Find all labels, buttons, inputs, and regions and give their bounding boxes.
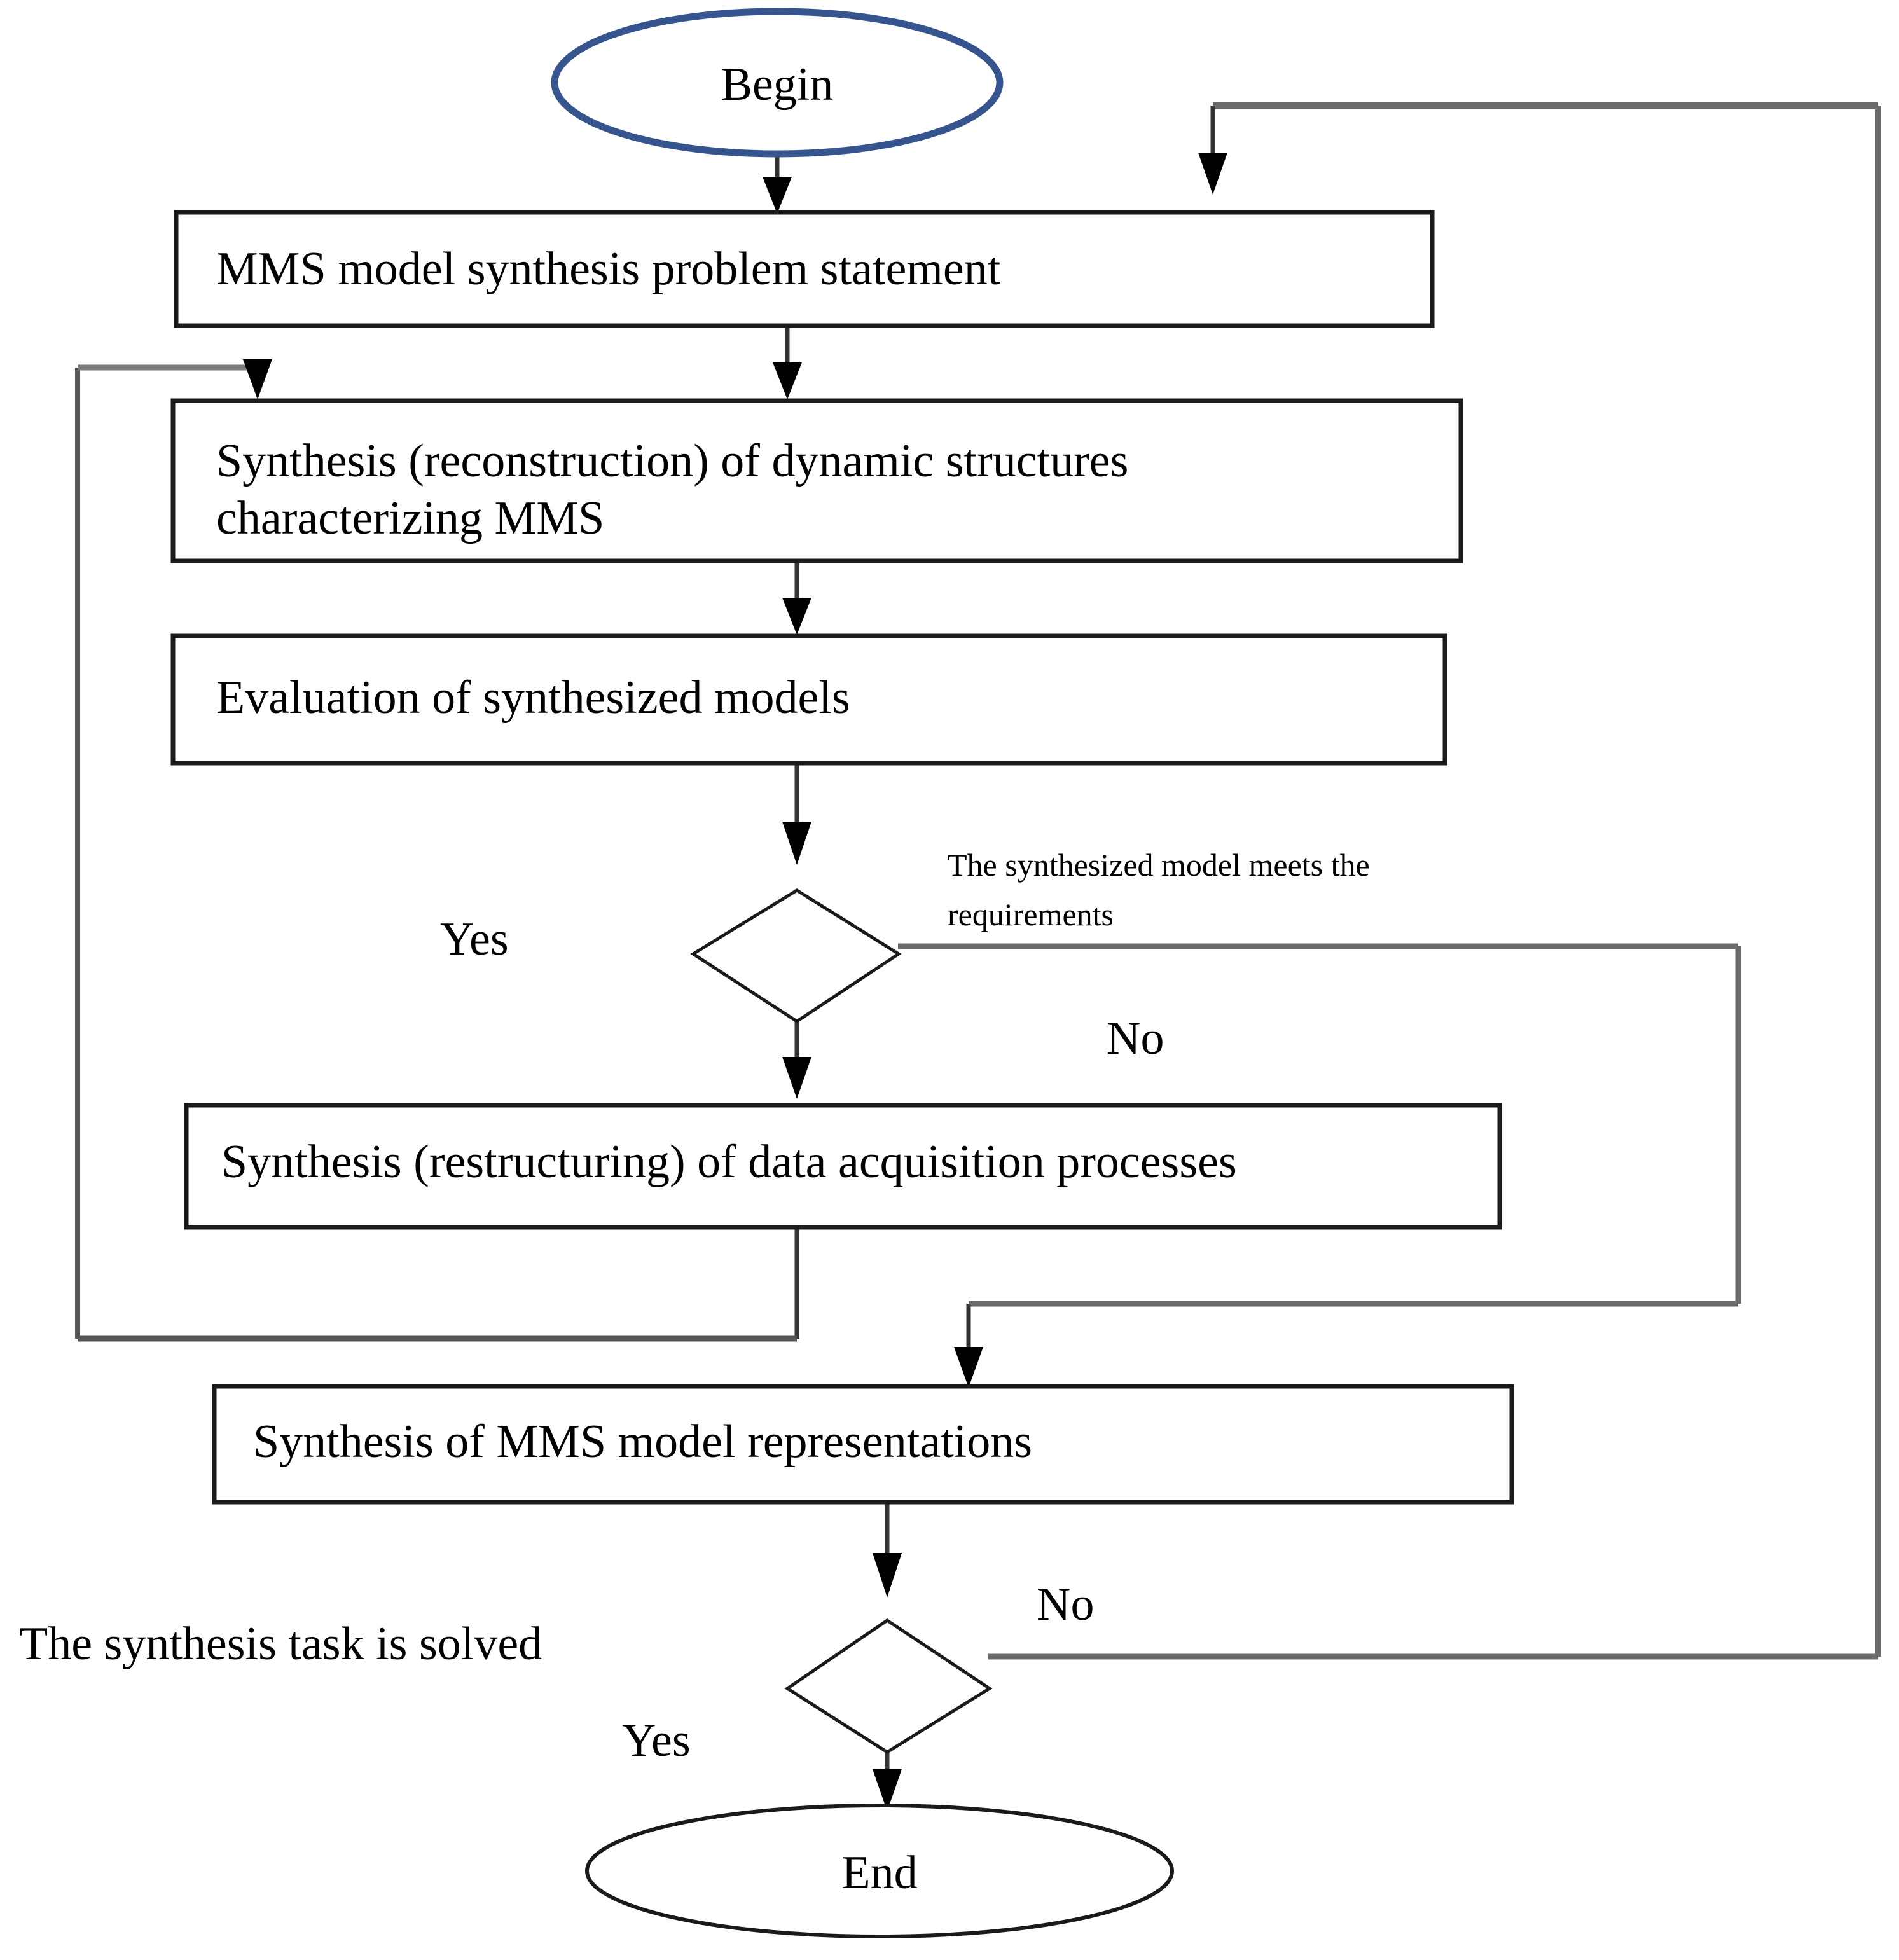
node-restructuring-shape [184,1103,1502,1230]
arrowhead-evaluation-to-decision [782,822,811,865]
arrowhead-decision-no-to-representations [954,1347,983,1388]
node-representations-shape [212,1384,1514,1505]
arrowhead-feedback-into-synthesis [243,359,272,399]
node-decision-task-shape [784,1618,993,1754]
node-problem-statement-shape [174,210,1435,328]
arrowhead-problem-to-synthesis [773,362,802,399]
node-end-shape [585,1804,1174,1938]
node-decision-model-shape [690,888,902,1023]
node-evaluation-shape [170,633,1447,766]
arrowhead-representations-to-decision-task [873,1553,902,1598]
arrowhead-decision-task-no-to-problem [1198,153,1227,195]
arrowhead-synthesis-to-evaluation [782,598,811,635]
node-synthesis-structures-shape [170,398,1463,563]
arrowhead-decision-task-yes-to-end [873,1769,902,1811]
arrowhead-decision-yes-to-restructuring [782,1057,811,1099]
node-begin-shape [551,8,1004,158]
arrowhead-begin-to-problem [763,177,792,214]
